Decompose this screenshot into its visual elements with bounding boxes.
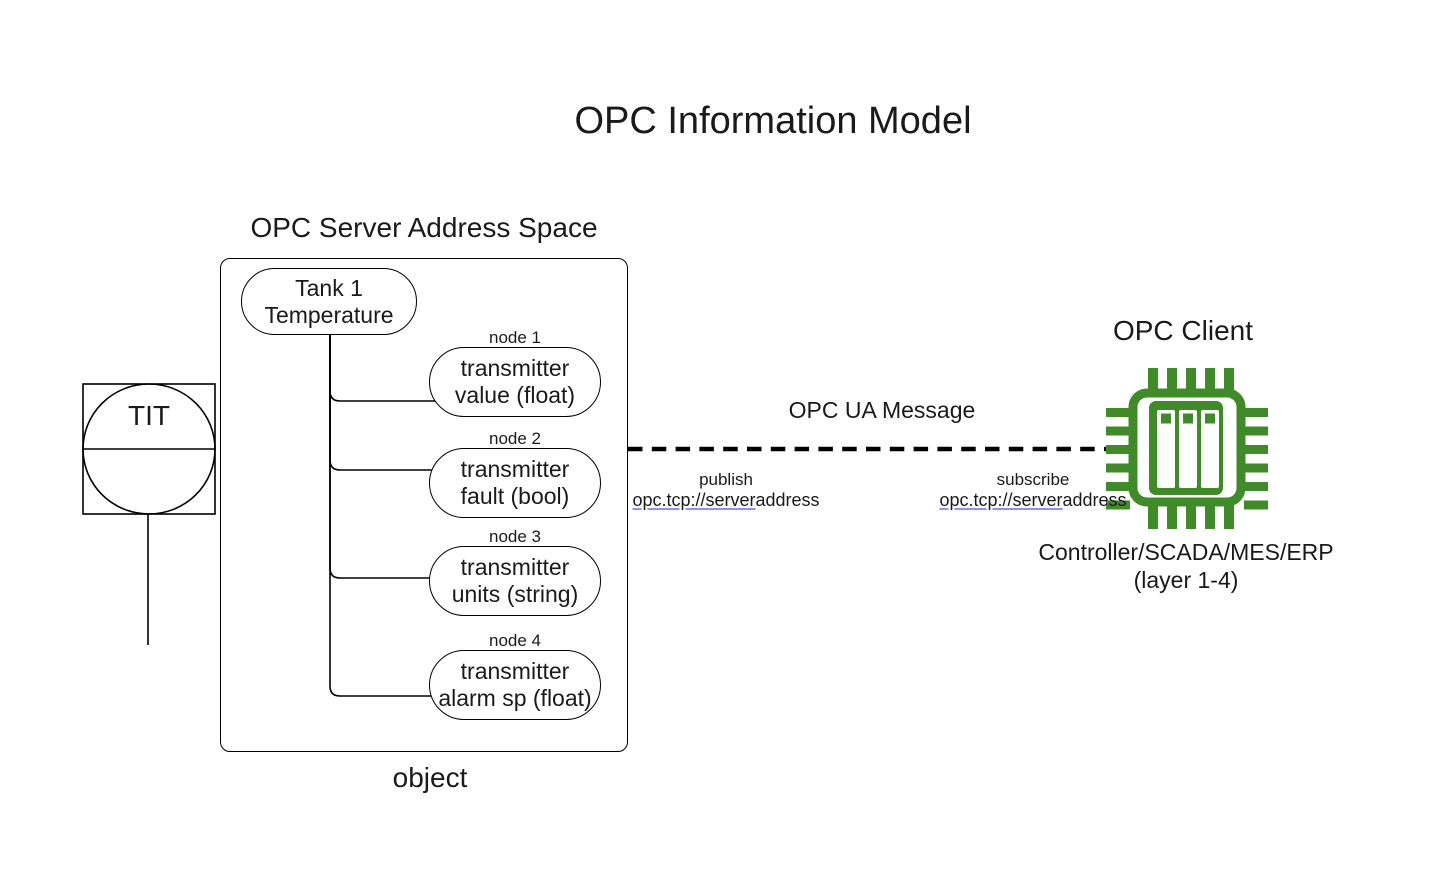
- subscribe-address: opc.tcp://serveraddress: [933, 490, 1133, 511]
- server-address-space-box: [220, 258, 628, 752]
- diagram-title: OPC Information Model: [574, 100, 972, 142]
- server-address-space-heading: OPC Server Address Space: [250, 212, 598, 243]
- node-2-line1: transmitter: [460, 456, 570, 482]
- subscribe-address-link[interactable]: opc.tcp://server: [939, 490, 1063, 510]
- node-3-line2: units (string): [451, 581, 579, 607]
- tree-connectors: [329, 335, 436, 697]
- node-2-label: node 2: [489, 429, 541, 448]
- root-node-line2: Temperature: [264, 301, 394, 328]
- node-4-label: node 4: [489, 631, 541, 650]
- root-node-line1: Tank 1: [295, 274, 363, 301]
- subscribe-address-rest: address: [1062, 490, 1127, 510]
- node-1-oval: transmitter value (float): [429, 347, 601, 417]
- node-4-oval: transmitter alarm sp (float): [429, 650, 601, 720]
- node-1-line1: transmitter: [460, 355, 570, 381]
- publish-address: opc.tcp://serveraddress: [626, 490, 826, 511]
- root-node-tank-temperature: Tank 1 Temperature: [241, 268, 417, 335]
- node-3-oval: transmitter units (string): [429, 546, 601, 616]
- client-caption-line2: (layer 1-4): [1133, 567, 1239, 593]
- client-caption: Controller/SCADA/MES/ERP (layer 1-4): [1016, 538, 1356, 594]
- connector-node-4: [329, 335, 436, 697]
- subscribe-endpoint: subscribe opc.tcp://serveraddress: [933, 470, 1133, 511]
- publish-label: publish: [699, 470, 753, 489]
- node-1-label: node 1: [489, 328, 541, 347]
- opc-client-heading: OPC Client: [1112, 315, 1254, 346]
- node-3-line1: transmitter: [460, 554, 570, 580]
- node-1-line2: value (float): [454, 382, 576, 408]
- node-2-oval: transmitter fault (bool): [429, 448, 601, 518]
- microchip-icon: [1106, 368, 1268, 529]
- transmitter-tag-label: TIT: [128, 400, 170, 431]
- node-2-line2: fault (bool): [460, 483, 570, 509]
- transmitter-symbol: [82, 383, 216, 645]
- node-4-line2: alarm sp (float): [438, 685, 592, 711]
- publish-address-rest: address: [755, 490, 820, 510]
- object-caption: object: [392, 762, 468, 793]
- publish-endpoint: publish opc.tcp://serveraddress: [626, 470, 826, 511]
- opc-ua-message-label: OPC UA Message: [788, 397, 976, 423]
- subscribe-label: subscribe: [996, 470, 1070, 489]
- node-4-line1: transmitter: [460, 658, 570, 684]
- client-caption-line1: Controller/SCADA/MES/ERP: [1038, 539, 1334, 565]
- node-3-label: node 3: [489, 527, 541, 546]
- publish-address-link[interactable]: opc.tcp://server: [632, 490, 756, 510]
